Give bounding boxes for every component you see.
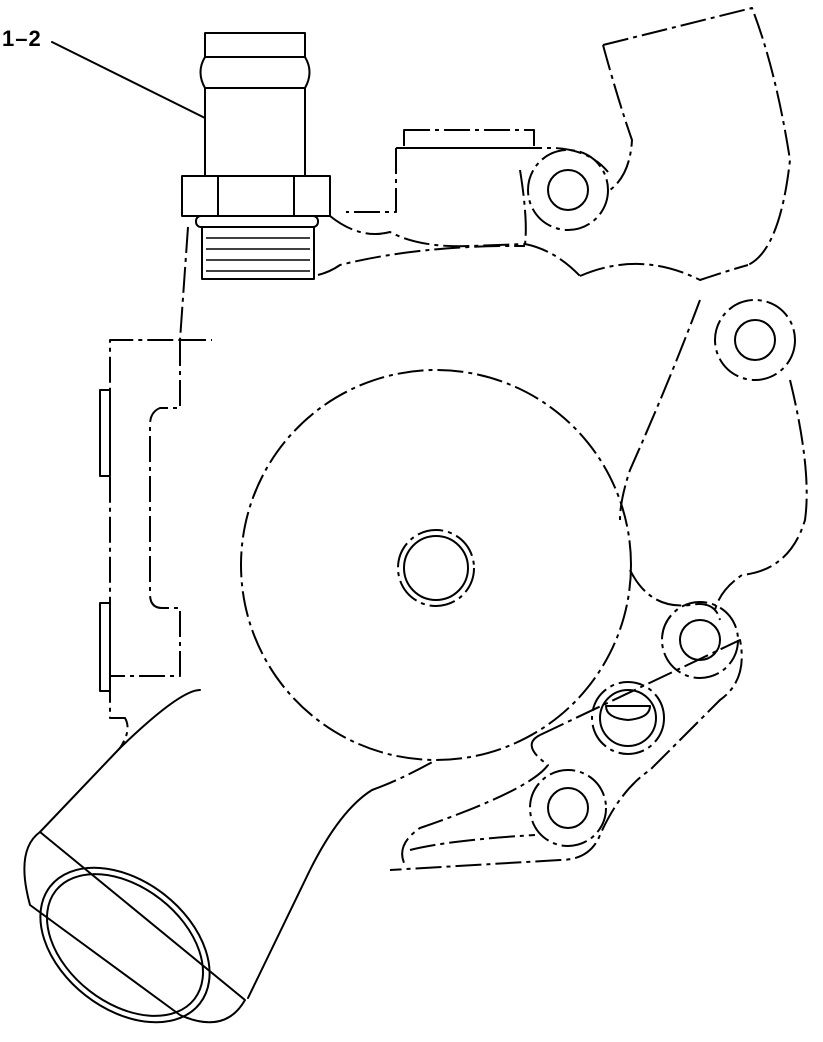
drain-port	[591, 681, 665, 755]
temperature-sensor-fitting	[181, 32, 331, 280]
impeller-housing	[240, 369, 632, 761]
lower-right-bolt-boss	[661, 601, 739, 679]
upper-right-bolt-boss	[714, 299, 796, 381]
pump-body-right-outline	[619, 299, 808, 621]
bottom-bolt-boss	[529, 769, 607, 847]
callout-leader-line	[51, 41, 206, 119]
lower-right-flange	[389, 639, 743, 871]
pump-body-left-outline	[99, 226, 212, 749]
part-callout-label: 1–2	[2, 26, 42, 51]
inlet-pipe	[23, 689, 437, 1024]
upper-outlet-housing	[317, 7, 791, 281]
